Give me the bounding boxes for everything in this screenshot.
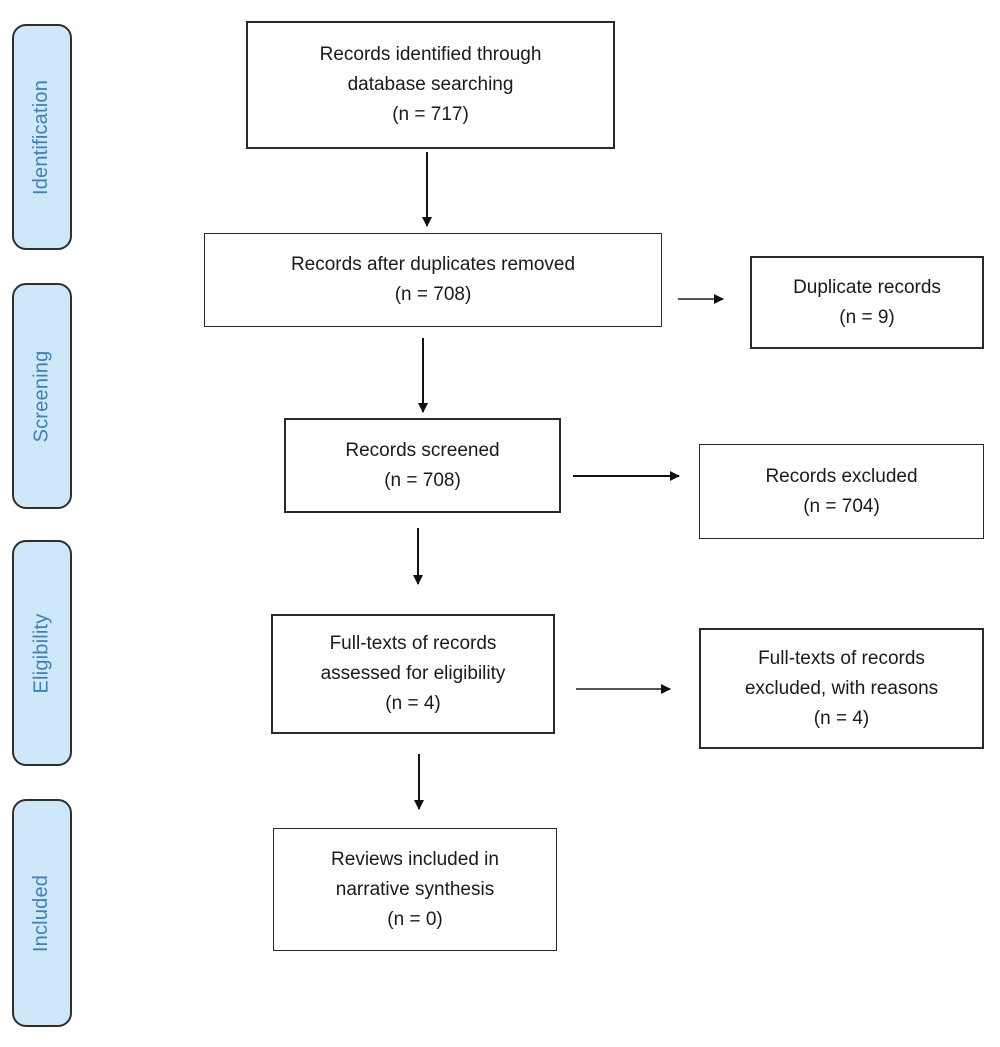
- stage-included: Included: [12, 799, 72, 1027]
- box-fulltext-excluded-line1: Full-texts of records: [758, 647, 925, 669]
- box-duplicate-records-line1: Duplicate records: [793, 276, 941, 298]
- box-records-identified-count: (n = 717): [392, 104, 469, 125]
- stage-eligibility: Eligibility: [12, 540, 72, 766]
- box-reviews-included-line1: Reviews included in: [331, 848, 499, 870]
- box-records-identified-line1: Records identified through: [319, 44, 542, 65]
- box-fulltext-assessed-line1: Full-texts of records: [329, 633, 497, 654]
- box-reviews-included-line2: narrative synthesis: [335, 878, 495, 900]
- box-duplicate-records: Duplicate records (n = 9): [750, 256, 984, 349]
- box-records-identified-line2: database searching: [347, 74, 514, 95]
- box-duplicate-records-count: (n = 9): [839, 306, 895, 328]
- stage-identification: Identification: [12, 24, 72, 250]
- box-records-after-duplicates: Records after duplicates removed (n = 70…: [204, 233, 662, 327]
- box-records-after-duplicates-line1: Records after duplicates removed: [290, 254, 576, 275]
- box-fulltext-assessed: Full-texts of records assessed for eligi…: [271, 614, 555, 734]
- box-fulltext-excluded-count: (n = 4): [813, 707, 870, 729]
- box-fulltext-excluded: Full-texts of records excluded, with rea…: [699, 628, 984, 749]
- box-records-excluded-line1: Records excluded: [765, 465, 918, 487]
- box-records-screened: Records screened (n = 708): [284, 418, 561, 513]
- stage-screening: Screening: [12, 283, 72, 509]
- box-records-excluded: Records excluded (n = 704): [699, 444, 984, 539]
- box-fulltext-excluded-line2: excluded, with reasons: [744, 677, 939, 699]
- box-records-screened-count: (n = 708): [384, 469, 461, 491]
- box-reviews-included: Reviews included in narrative synthesis …: [273, 828, 557, 951]
- box-records-screened-line1: Records screened: [345, 439, 500, 461]
- box-records-excluded-count: (n = 704): [803, 495, 880, 517]
- box-records-after-duplicates-count: (n = 708): [394, 284, 472, 305]
- box-records-identified: Records identified through database sear…: [246, 21, 615, 149]
- box-fulltext-assessed-line2: assessed for eligibility: [320, 663, 506, 684]
- box-reviews-included-count: (n = 0): [387, 908, 443, 930]
- box-fulltext-assessed-count: (n = 4): [385, 693, 441, 714]
